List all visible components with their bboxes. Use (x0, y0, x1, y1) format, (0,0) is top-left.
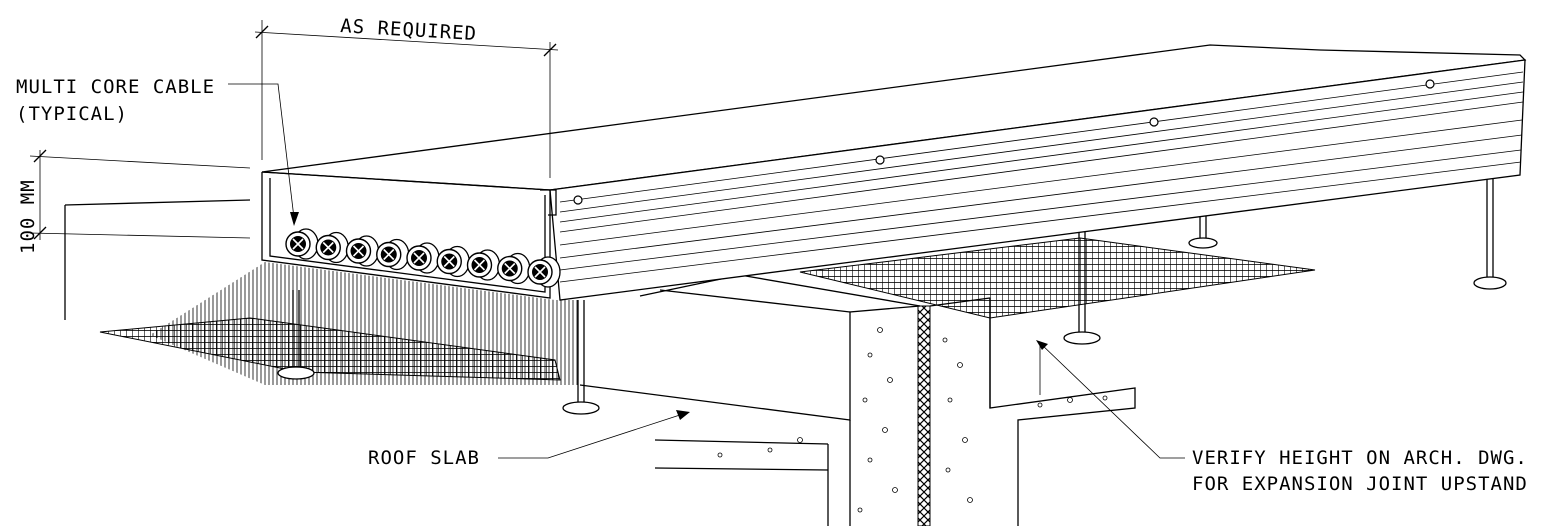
verify-height-label-line1: VERIFY HEIGHT ON ARCH. DWG. (1192, 447, 1528, 469)
cable-1 (285, 228, 319, 260)
cable-9 (527, 256, 561, 288)
verify-height-leader (1036, 340, 1185, 459)
verify-height-label-line2: FOR EXPANSION JOINT UPSTAND (1192, 473, 1528, 495)
height-dimension-label: 100 MM (17, 179, 39, 254)
roof-slab-leader (498, 410, 690, 459)
cable-8 (497, 252, 531, 285)
cable-7 (466, 249, 501, 281)
grating-right (799, 237, 1316, 319)
expansion-joint-filler (917, 305, 931, 526)
multi-core-cables (285, 228, 561, 288)
cable-5 (406, 242, 440, 274)
support-pedestals (277, 175, 1507, 415)
cable-label-line2: (TYPICAL) (16, 103, 128, 125)
tray-shadow-hatch (150, 262, 580, 385)
cable-2 (315, 231, 349, 264)
dimension-as-required (254, 20, 559, 178)
cable-6 (436, 245, 470, 278)
as-required-label: AS REQUIRED (340, 15, 478, 45)
dimension-100mm (29, 149, 251, 240)
cable-leader (228, 83, 299, 226)
cable-label-line1: MULTI CORE CABLE (16, 76, 215, 98)
cable-4 (376, 238, 410, 271)
roof-slab-label: ROOF SLAB (368, 447, 480, 469)
cable-tray (261, 44, 1527, 301)
cable-3 (345, 235, 380, 267)
